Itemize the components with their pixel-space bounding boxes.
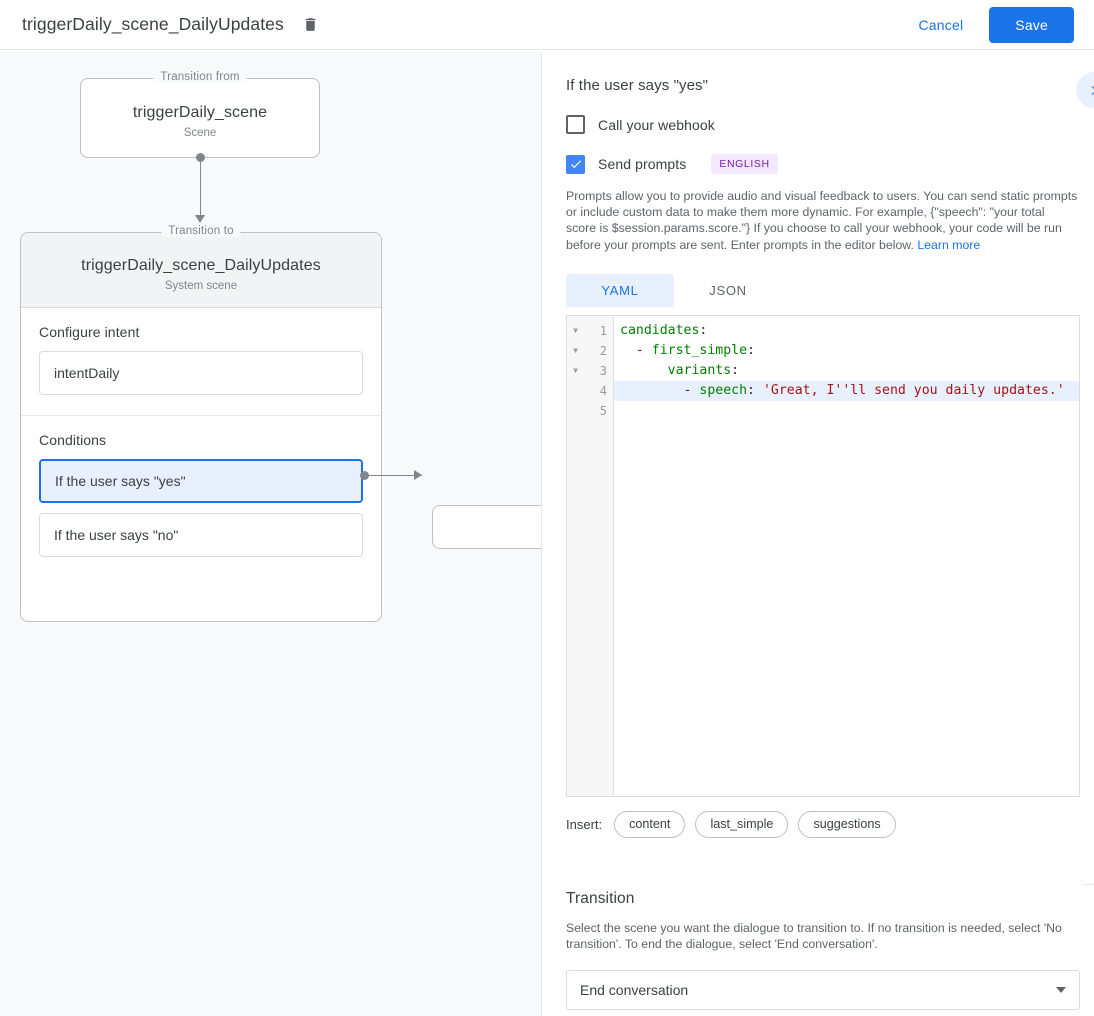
- editor-code-area[interactable]: candidates: - first_simple: variants: - …: [614, 316, 1079, 796]
- condition-item-yes[interactable]: If the user says "yes": [39, 459, 363, 503]
- send-prompts-checkbox[interactable]: [566, 154, 585, 174]
- line-number: 3: [599, 363, 607, 378]
- delete-icon[interactable]: [298, 12, 324, 38]
- conditions-section: Conditions If the user says "yes" If the…: [21, 416, 381, 577]
- transition-from-legend: Transition from: [153, 71, 247, 83]
- section-divider: [1084, 884, 1094, 885]
- check-icon: [570, 160, 581, 169]
- gutter-row: ▼3: [567, 361, 613, 381]
- code-line[interactable]: - speech: 'Great, I''ll send you daily u…: [614, 380, 1079, 401]
- conditions-label: Conditions: [39, 432, 107, 448]
- code-token: :: [747, 382, 763, 398]
- code-token: :: [699, 322, 708, 338]
- connector-arrow-down: [195, 215, 205, 223]
- code-line[interactable]: - first_simple:: [614, 341, 1079, 361]
- code-token: :: [731, 362, 740, 378]
- insert-chip-last-simple[interactable]: last_simple: [695, 810, 789, 838]
- line-number: 4: [599, 383, 607, 398]
- transition-to-node[interactable]: Transition to triggerDaily_scene_DailyUp…: [20, 225, 382, 622]
- language-badge: ENGLISH: [711, 154, 778, 174]
- insert-row: Insert: content last_simple suggestions: [566, 810, 1094, 838]
- caret-down-icon: [1056, 987, 1066, 994]
- code-line[interactable]: candidates:: [614, 321, 1079, 341]
- transition-from-subtitle: Scene: [183, 127, 217, 139]
- gutter-row: ▼1: [567, 321, 613, 341]
- prompts-row: Send prompts ENGLISH: [542, 154, 1094, 174]
- detail-panel: If the user says "yes" Call your webhook…: [542, 51, 1094, 1016]
- code-token: [620, 363, 668, 378]
- gutter-row: 5: [567, 401, 613, 421]
- vertical-divider: [541, 51, 542, 1016]
- transition-to-header: triggerDaily_scene_DailyUpdates System s…: [21, 233, 381, 308]
- transition-description: Select the scene you want the dialogue t…: [566, 921, 1062, 952]
- code-token: speech: [699, 382, 748, 398]
- format-tabs: YAML JSON: [566, 273, 1094, 307]
- gutter-row: 4: [567, 381, 613, 401]
- transition-to-title: triggerDaily_scene_DailyUpdates: [81, 257, 321, 274]
- transition-to-legend: Transition to: [161, 225, 241, 237]
- connector-dot-condition: [360, 471, 369, 480]
- code-token: candidates: [620, 322, 700, 338]
- top-bar-actions: Cancel Save: [907, 6, 1074, 43]
- intent-field[interactable]: intentDaily: [39, 351, 363, 395]
- cancel-button[interactable]: Cancel: [907, 9, 976, 41]
- transition-target-node[interactable]: [432, 505, 541, 549]
- code-line[interactable]: variants:: [614, 361, 1079, 381]
- chevron-right-glyph: [1091, 85, 1094, 95]
- insert-chip-content[interactable]: content: [614, 810, 686, 838]
- insert-label: Insert:: [566, 816, 603, 832]
- transition-to-subtitle: System scene: [164, 280, 238, 292]
- trash-icon: [305, 18, 316, 31]
- code-token: -: [620, 382, 700, 398]
- transition-title: Transition: [566, 890, 635, 907]
- code-token: 'Great, I''ll send you daily updates.': [762, 382, 1065, 398]
- tab-yaml[interactable]: YAML: [566, 273, 674, 307]
- prompts-description-text: Prompts allow you to provide audio and v…: [566, 189, 1078, 252]
- connector-line-vertical: [200, 158, 202, 216]
- code-token: -: [620, 342, 652, 358]
- line-number: 5: [599, 403, 607, 418]
- configure-intent-label: Configure intent: [39, 324, 140, 340]
- connector-line-horizontal: [366, 475, 422, 477]
- page-title: triggerDaily_scene_DailyUpdates: [22, 14, 284, 34]
- line-number: 2: [599, 343, 607, 358]
- transition-select-value: End conversation: [580, 982, 689, 999]
- prompts-description: Prompts allow you to provide audio and v…: [566, 188, 1078, 253]
- send-prompts-label: Send prompts: [598, 156, 687, 172]
- tab-json[interactable]: JSON: [709, 282, 747, 298]
- condition-item-no[interactable]: If the user says "no": [39, 513, 363, 557]
- gutter-row: ▼2: [567, 341, 613, 361]
- configure-intent-section: Configure intent intentDaily: [21, 308, 381, 416]
- webhook-row: Call your webhook: [542, 115, 1094, 134]
- connector-arrow-right: [414, 470, 422, 480]
- webhook-checkbox[interactable]: [566, 115, 585, 134]
- webhook-label: Call your webhook: [598, 116, 715, 133]
- panel-title: If the user says "yes": [566, 77, 709, 94]
- code-token: first_simple: [651, 342, 748, 358]
- fold-triangle-icon[interactable]: ▼: [573, 346, 578, 356]
- transition-section: Transition Select the scene you want the…: [542, 857, 1094, 1011]
- flow-canvas[interactable]: Transition from triggerDaily_scene Scene…: [0, 51, 541, 1016]
- transition-select[interactable]: End conversation: [566, 970, 1080, 1011]
- code-token: :: [747, 342, 755, 358]
- code-token: variants: [667, 362, 732, 378]
- code-line[interactable]: [614, 401, 1079, 421]
- line-number: 1: [599, 323, 607, 338]
- top-bar: triggerDaily_scene_DailyUpdates Cancel S…: [0, 0, 1094, 50]
- chevron-right-icon[interactable]: [1076, 72, 1094, 108]
- transition-from-node[interactable]: Transition from triggerDaily_scene Scene: [80, 71, 320, 158]
- fold-triangle-icon[interactable]: ▼: [573, 366, 578, 376]
- fold-triangle-icon[interactable]: ▼: [573, 326, 578, 336]
- connector-dot-top: [196, 153, 205, 162]
- insert-chip-suggestions[interactable]: suggestions: [798, 810, 896, 838]
- transition-from-title: triggerDaily_scene: [132, 104, 268, 121]
- learn-more-link[interactable]: Learn more: [917, 237, 981, 252]
- save-button[interactable]: Save: [989, 6, 1074, 43]
